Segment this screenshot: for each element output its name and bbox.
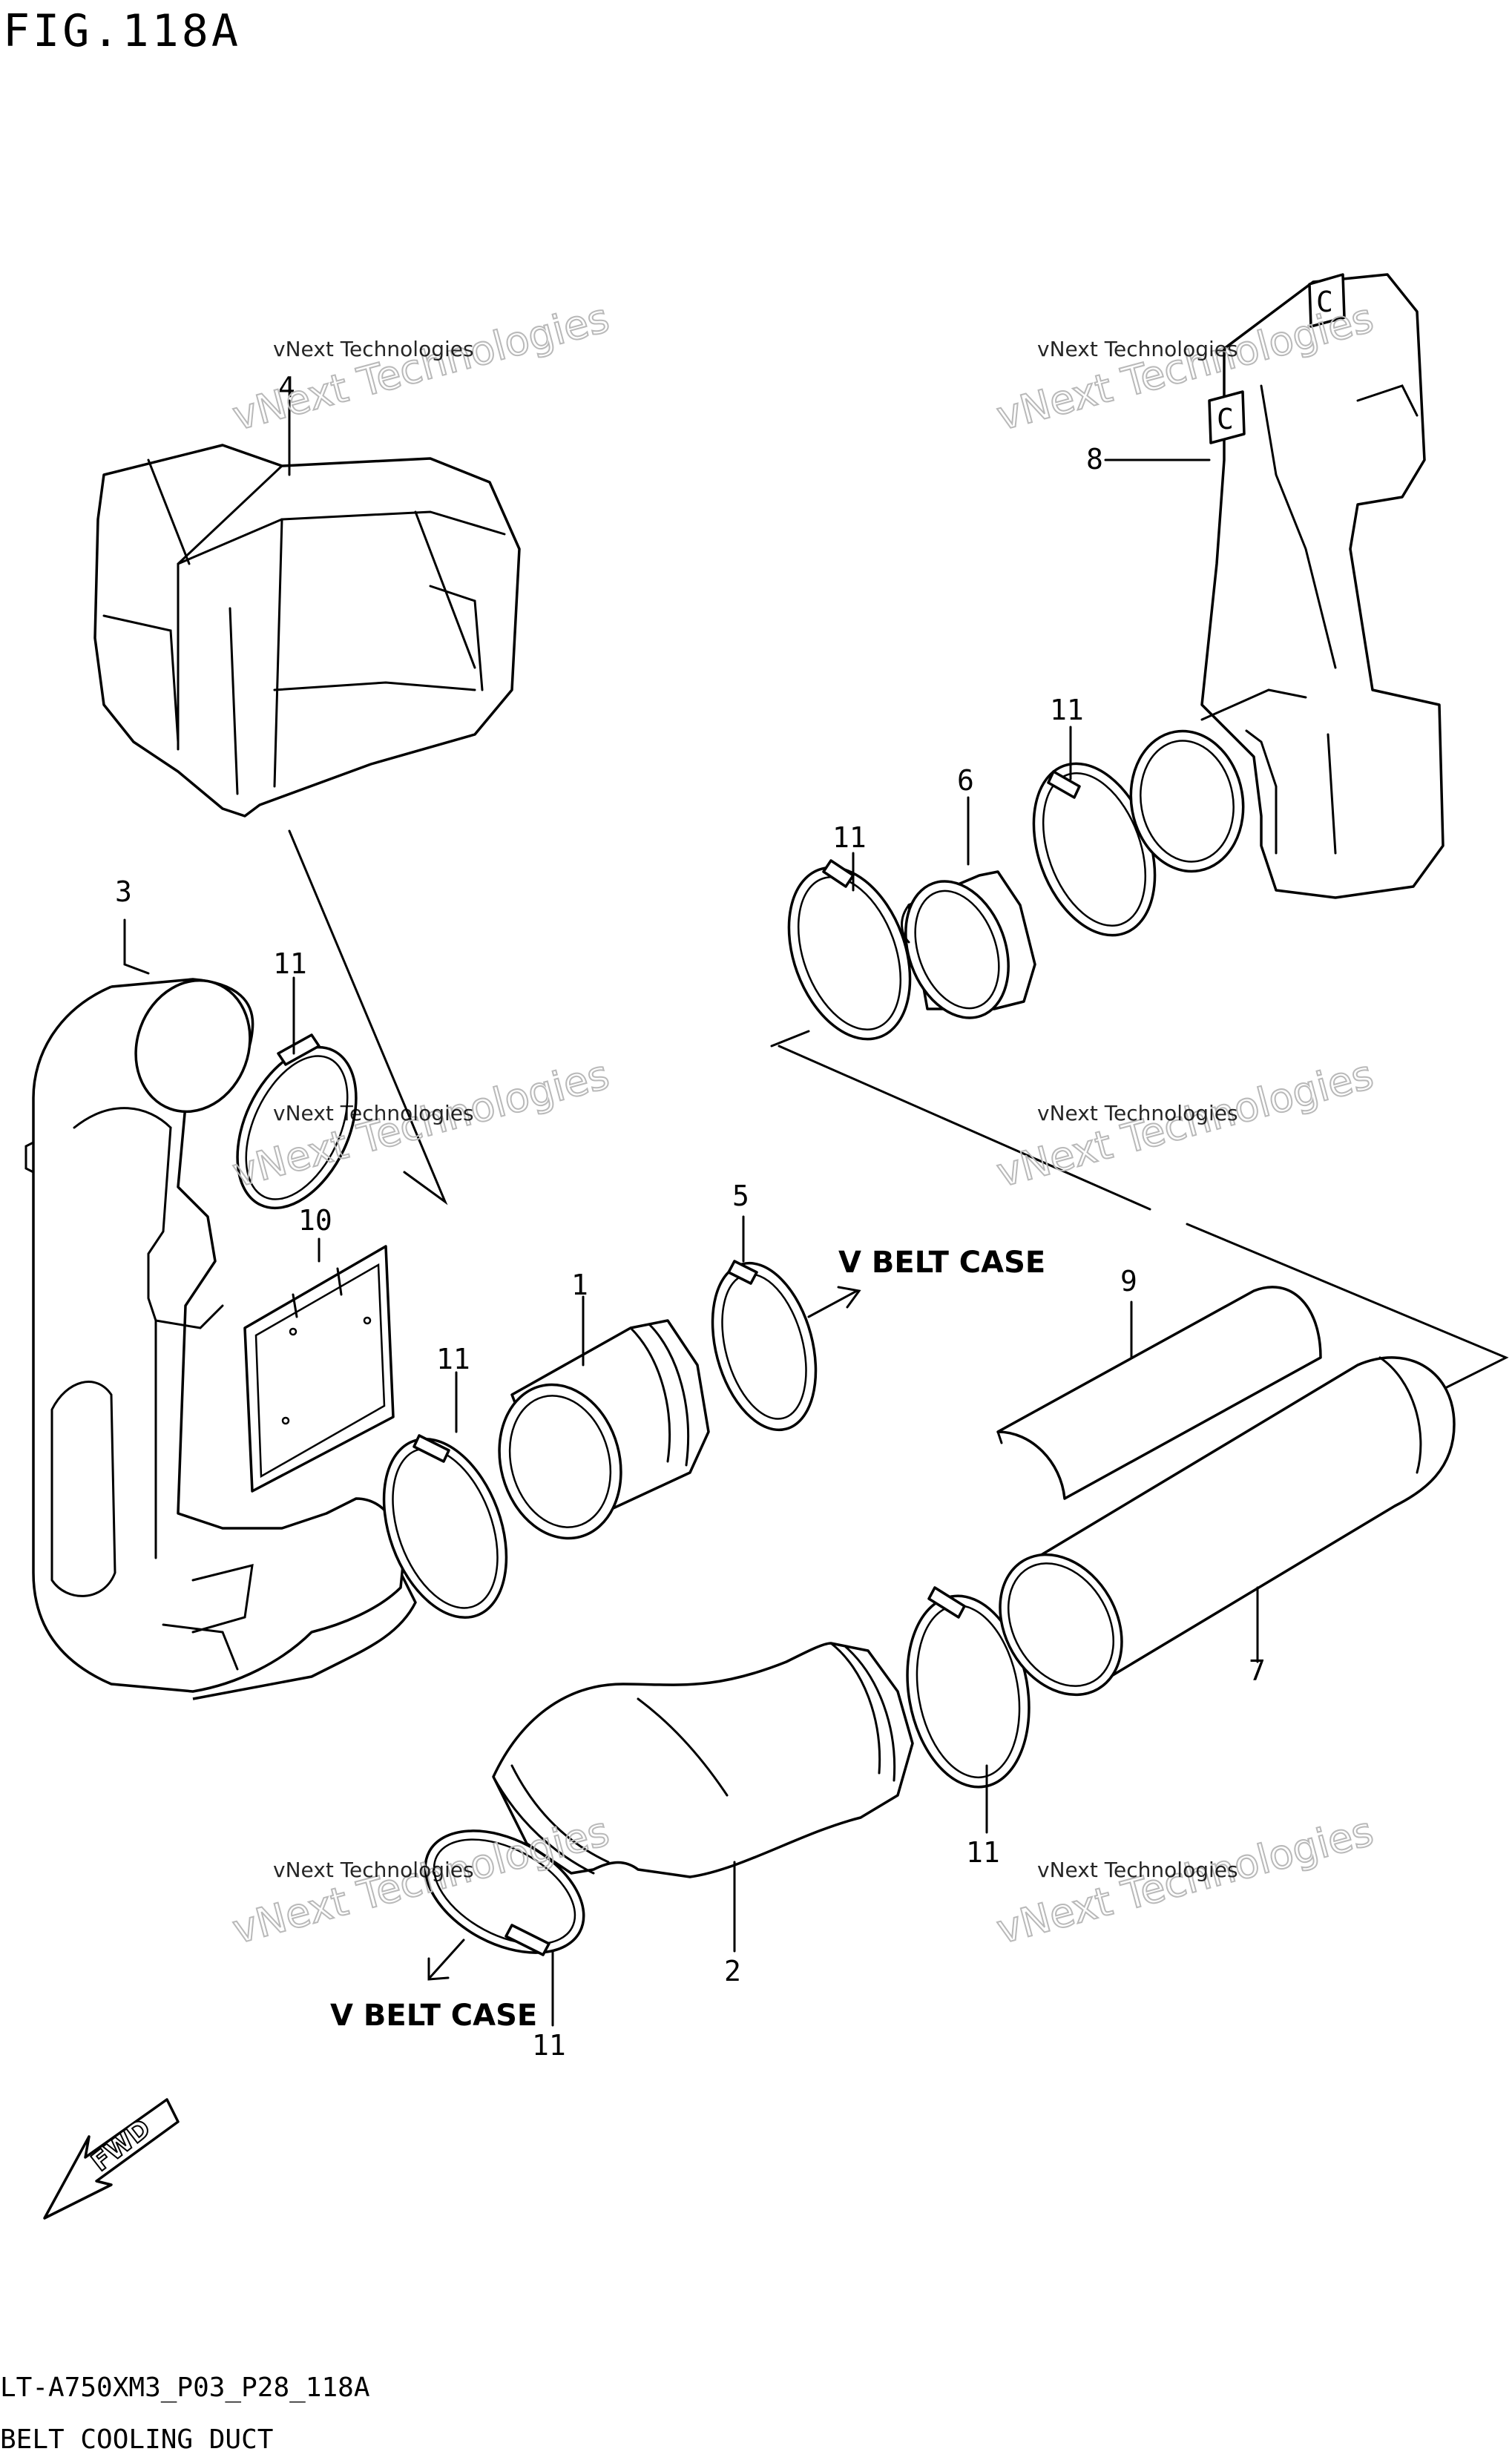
part-11-clamp-c <box>770 859 912 1048</box>
watermark-small-2: vNext Technologies <box>1037 337 1238 361</box>
reference-mark-c-1-label: C <box>1316 286 1333 318</box>
part-8-outlet-duct: C C <box>1129 273 1444 899</box>
part-2-elbow-duct <box>492 1642 914 1878</box>
callout-3: 3 <box>115 875 132 908</box>
watermark-small-1: vNext Technologies <box>273 337 474 361</box>
watermark-small-5: vNext Technologies <box>273 1858 474 1882</box>
callout-8: 8 <box>1086 443 1103 476</box>
part-7-tube <box>999 1356 1456 1697</box>
part-6-coupling <box>901 870 1036 1019</box>
v-belt-case-label-upper: V BELT CASE <box>838 1246 1045 1280</box>
part-11-clamp-a <box>236 1033 358 1210</box>
part-9-cover <box>996 1286 1322 1500</box>
forward-arrow-icon: FWD <box>43 2098 180 2220</box>
part-1-sleeve <box>498 1319 710 1540</box>
model-code: LT-A750XM3_P03_P28_118A <box>0 2372 370 2403</box>
part-10-seal <box>243 1245 395 1493</box>
callout-11-a: 11 <box>273 947 307 980</box>
callout-11-f: 11 <box>532 2029 566 2062</box>
callout-11-c: 11 <box>832 821 867 854</box>
v-belt-case-arrow-upper <box>807 1286 861 1318</box>
leader-6-to-8-upper <box>778 1045 1151 1211</box>
watermark-small-6: vNext Technologies <box>1037 1858 1238 1882</box>
watermark-small-4: vNext Technologies <box>1037 1101 1238 1125</box>
callout-5: 5 <box>732 1180 749 1212</box>
callout-numbers: 1 2 3 4 5 6 7 8 9 10 11 11 11 11 11 11 <box>115 371 1266 2062</box>
v-belt-case-arrow-lower <box>427 1938 465 1981</box>
callout-1: 1 <box>571 1269 588 1301</box>
v-belt-case-label-lower: V BELT CASE <box>330 1999 537 2033</box>
reference-mark-c-2 <box>1208 390 1246 444</box>
reference-mark-c-1 <box>1308 273 1346 328</box>
part-3-inlet-duct <box>24 978 417 1700</box>
callout-4: 4 <box>278 371 295 404</box>
part-4-duct-housing <box>93 444 521 818</box>
leader-4-to-3 <box>288 829 448 1206</box>
part-11-clamp-f <box>424 1829 585 1956</box>
figure-subtitle: BELT COOLING DUCT <box>0 2424 273 2455</box>
callout-10: 10 <box>298 1204 332 1237</box>
callout-2: 2 <box>724 1955 741 1987</box>
watermark-large-1: vNext Technologies <box>228 295 614 440</box>
callout-7: 7 <box>1249 1654 1266 1687</box>
watermark-small-3: vNext Technologies <box>273 1101 474 1125</box>
part-11-clamp-b <box>382 1434 508 1619</box>
figure-title: FIG.118A <box>3 5 241 57</box>
part-5-band <box>711 1260 818 1432</box>
callout-6: 6 <box>957 764 974 797</box>
callout-leaders <box>123 399 1259 2027</box>
callout-11-d: 11 <box>1050 694 1084 726</box>
callout-9: 9 <box>1120 1265 1137 1298</box>
part-11-clamp-e <box>906 1586 1031 1789</box>
reference-mark-c-2-label: C <box>1217 403 1234 435</box>
leader-6-to-8-lower <box>1186 1223 1509 1396</box>
callout-11-e: 11 <box>966 1836 1000 1869</box>
callout-11-b: 11 <box>436 1343 470 1375</box>
